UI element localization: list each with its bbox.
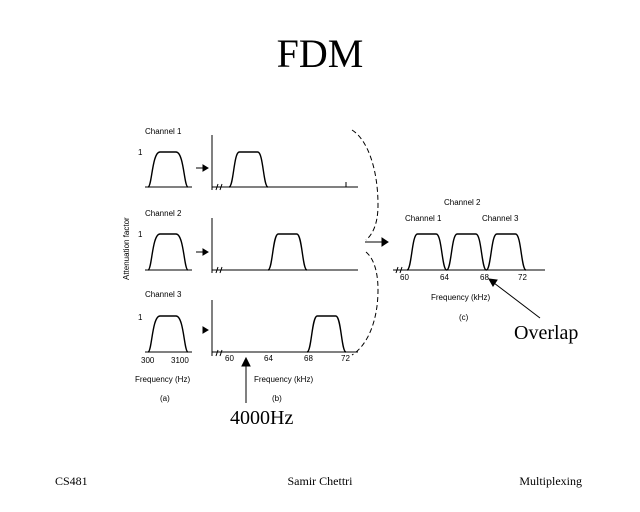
footer-left: CS481 [55, 474, 88, 488]
c-channel-1-band [406, 233, 448, 271]
footer-center: Samir Chettri [287, 474, 353, 488]
overlap-arrow [488, 278, 541, 319]
a-level-label-3: 1 [138, 313, 143, 322]
overlap-annotation: Overlap [514, 322, 578, 344]
a-x-tick-3100: 3100 [171, 356, 189, 365]
footer-right: Multiplexing [519, 474, 582, 488]
a-to-b-arrows [196, 164, 209, 334]
c-channel-3-label: Channel 3 [482, 214, 519, 223]
c-group-label: Channel 2 [444, 198, 481, 207]
c-x-tick-68: 68 [480, 273, 489, 282]
a-y-axis-label: Attenuation factor [122, 217, 131, 280]
a-row-3-band [145, 315, 192, 353]
a-x-tick-300: 300 [141, 356, 155, 365]
c-x-tick-60: 60 [400, 273, 409, 282]
a-channel-2-label: Channel 2 [145, 209, 182, 218]
b-x-tick-68: 68 [304, 354, 313, 363]
c-x-label: Frequency (kHz) [431, 293, 490, 302]
combine-bracket [351, 129, 379, 356]
b-x-tick-72: 72 [341, 354, 350, 363]
b-x-tick-60: 60 [225, 354, 234, 363]
a-row-2-band [145, 233, 192, 271]
slide-title: FDM [276, 31, 364, 76]
c-caption: (c) [459, 313, 469, 322]
a-level-label-1: 1 [138, 148, 143, 157]
b-x-tick-64: 64 [264, 354, 273, 363]
a-caption: (a) [160, 394, 170, 403]
b-axes [211, 135, 358, 357]
a-channel-1-label: Channel 1 [145, 127, 182, 136]
bandwidth-annotation: 4000Hz [230, 407, 293, 429]
combine-arrow [365, 237, 389, 247]
a-row-1-band [145, 151, 192, 188]
c-channel-3-band [485, 233, 527, 271]
c-channel-2-band [445, 233, 488, 271]
b-channel-2-band [267, 233, 308, 271]
a-level-label-2: 1 [138, 230, 143, 239]
c-x-tick-72: 72 [518, 273, 527, 282]
c-x-tick-64: 64 [440, 273, 449, 282]
c-axis [393, 266, 545, 274]
a-channel-3-label: Channel 3 [145, 290, 182, 299]
a-x-label: Frequency (Hz) [135, 375, 190, 384]
b-channel-3-band [306, 315, 347, 353]
b-channel-1-band [228, 151, 269, 188]
b-caption: (b) [272, 394, 282, 403]
b-x-label: Frequency (kHz) [254, 375, 313, 384]
bandwidth-arrow [241, 356, 251, 403]
c-channel-1-label: Channel 1 [405, 214, 442, 223]
